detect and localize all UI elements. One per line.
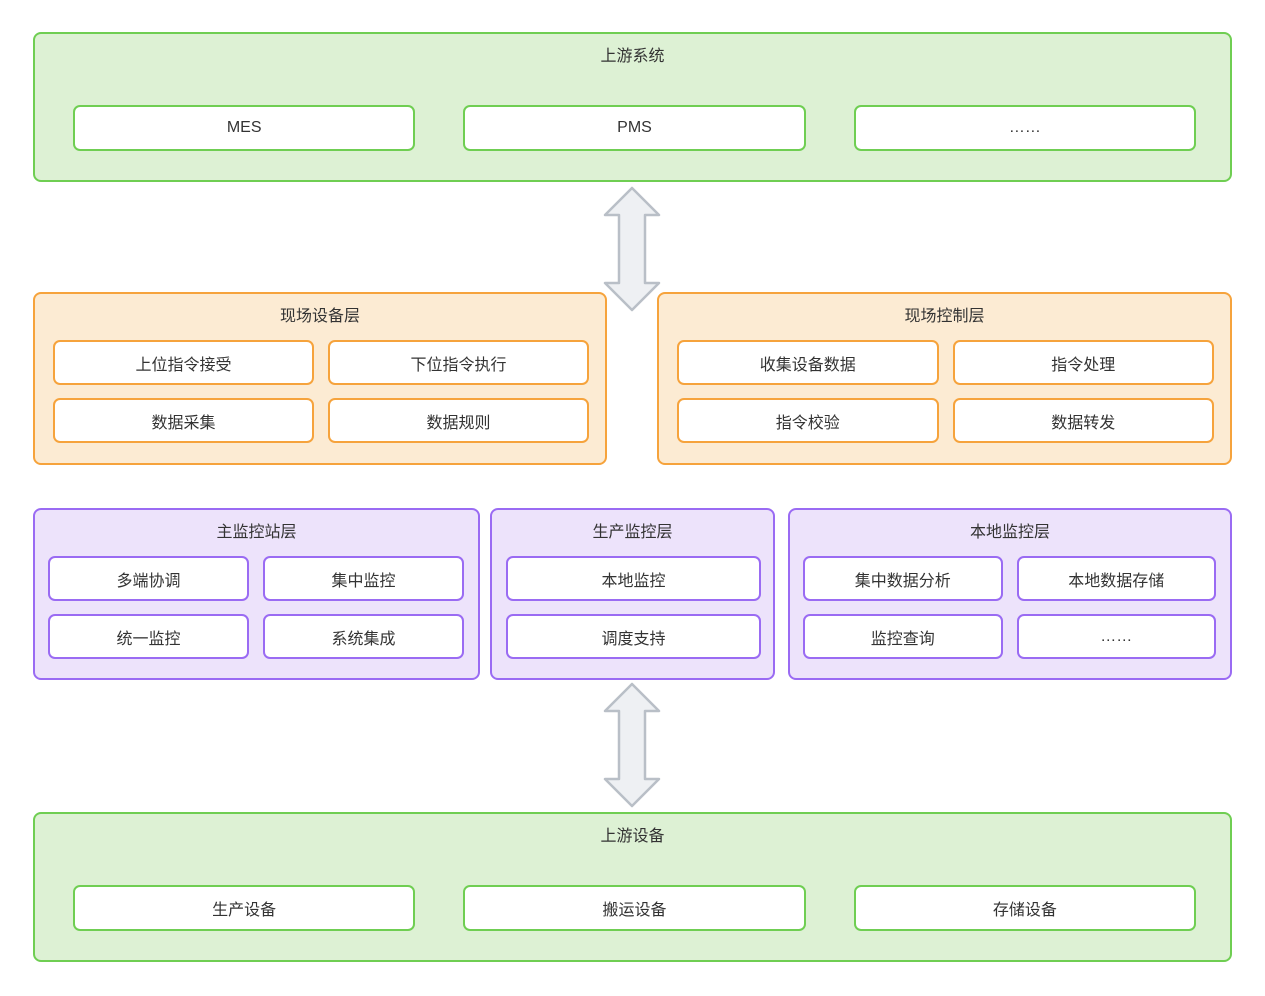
node-local-data-storage: 本地数据存储 [1016,556,1216,601]
layer-upstream-system: 上游系统 MES PMS …… [33,32,1232,182]
node-collect-device-data: 收集设备数据 [677,340,939,385]
node-unified-monitoring: 统一监控 [48,614,249,659]
layer-title: 上游系统 [600,48,665,65]
bidirectional-arrow-icon [603,682,661,808]
layer-production-monitor: 生产监控层 本地监控 调度支持 [490,508,775,680]
node-cmd-processing: 指令处理 [952,340,1214,385]
node-production-equipment: 生产设备 [73,885,416,931]
layer-title: 上游设备 [600,828,665,845]
layer-title: 生产监控层 [592,524,673,541]
node-local-monitoring: 本地监控 [506,556,761,601]
layer-nodes: MES PMS …… [73,105,1196,151]
layer-nodes: 本地监控 调度支持 [506,556,761,659]
node-ellipsis: …… [853,105,1196,151]
layer-title: 本地监控层 [969,524,1050,541]
node-storage-equipment: 存储设备 [853,885,1196,931]
layer-field-device: 现场设备层 上位指令接受 下位指令执行 数据采集 数据规则 [33,292,607,465]
node-multi-end-coordination: 多端协调 [48,556,249,601]
layer-nodes: 上位指令接受 下位指令执行 数据采集 数据规则 [53,340,589,443]
layer-upstream-device: 上游设备 生产设备 搬运设备 存储设备 [33,812,1232,962]
node-handling-equipment: 搬运设备 [463,885,806,931]
layer-title: 现场设备层 [279,308,360,325]
node-lower-cmd-execute: 下位指令执行 [328,340,589,385]
layer-nodes: 生产设备 搬运设备 存储设备 [73,885,1196,931]
node-data-rules: 数据规则 [328,398,589,443]
layer-nodes: 集中数据分析 本地数据存储 监控查询 …… [803,556,1216,659]
node-mes: MES [73,105,416,151]
node-cmd-verification: 指令校验 [677,398,939,443]
bidirectional-arrow-icon [603,186,661,312]
node-central-data-analysis: 集中数据分析 [803,556,1003,601]
layer-local-monitor: 本地监控层 集中数据分析 本地数据存储 监控查询 …… [788,508,1232,680]
layer-title: 主监控站层 [216,524,297,541]
node-dispatch-support: 调度支持 [506,614,761,659]
node-pms: PMS [463,105,806,151]
node-data-forwarding: 数据转发 [952,398,1214,443]
layer-main-monitor-station: 主监控站层 多端协调 集中监控 统一监控 系统集成 [33,508,480,680]
node-upper-cmd-receive: 上位指令接受 [53,340,314,385]
node-monitor-query: 监控查询 [803,614,1003,659]
layer-field-control: 现场控制层 收集设备数据 指令处理 指令校验 数据转发 [657,292,1232,465]
node-ellipsis: …… [1016,614,1216,659]
layer-nodes: 多端协调 集中监控 统一监控 系统集成 [48,556,464,659]
node-centralized-monitoring: 集中监控 [263,556,464,601]
layer-nodes: 收集设备数据 指令处理 指令校验 数据转发 [677,340,1214,443]
node-system-integration: 系统集成 [263,614,464,659]
layer-title: 现场控制层 [904,308,985,325]
node-data-collection: 数据采集 [53,398,314,443]
